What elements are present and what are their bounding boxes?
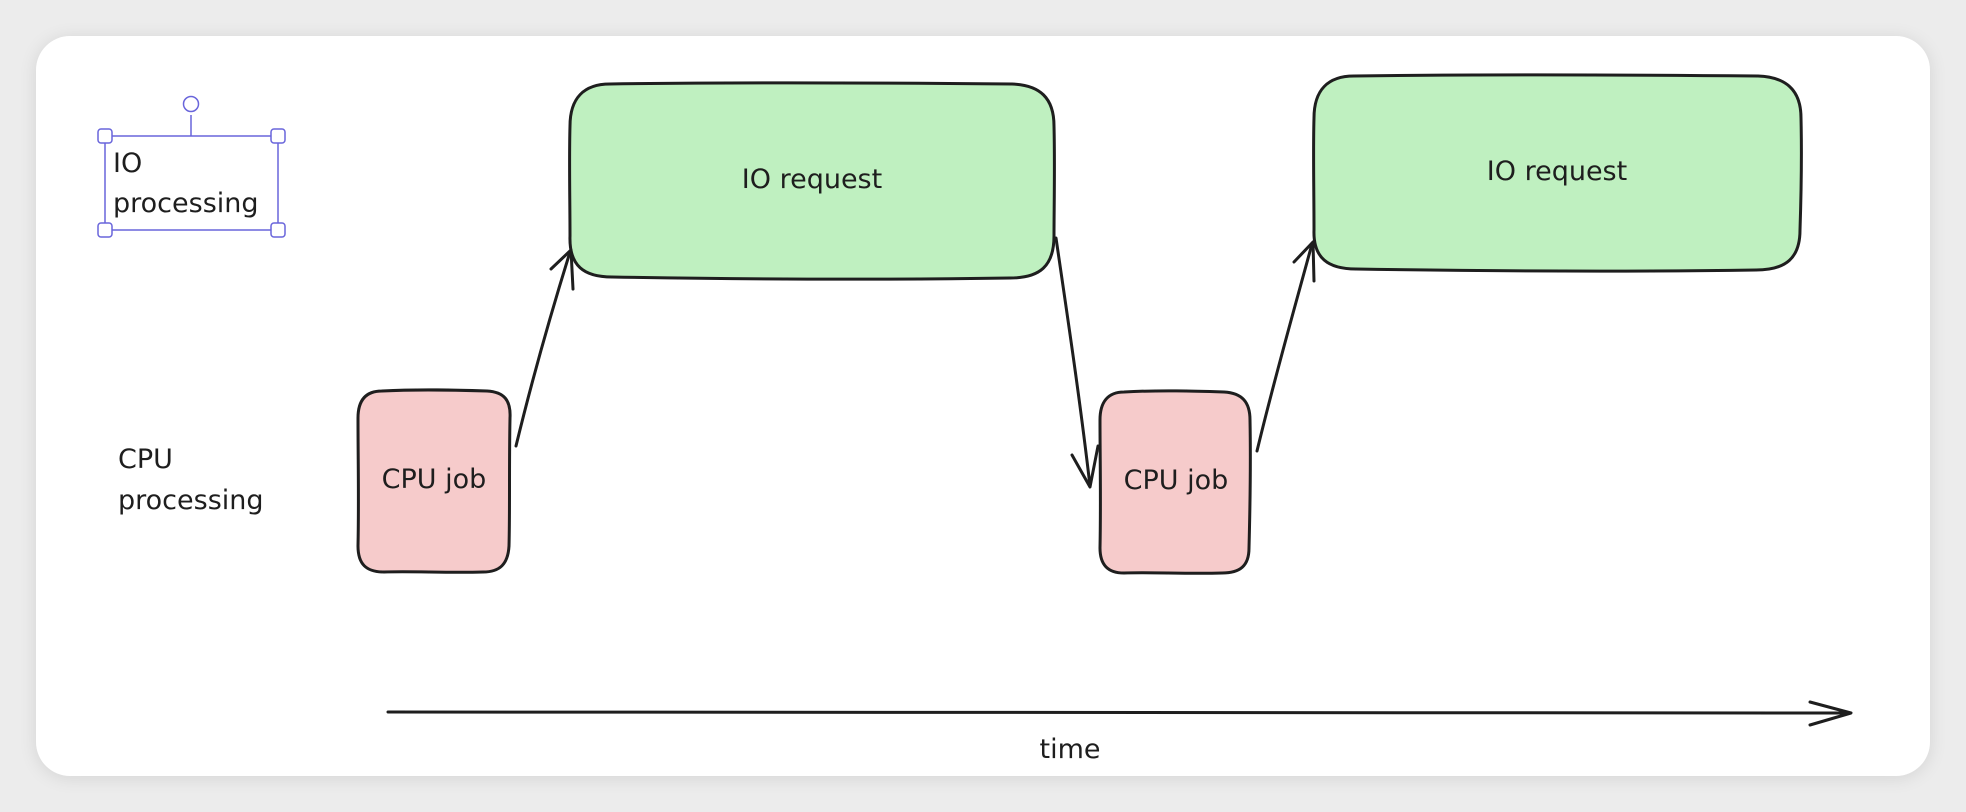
resize-handle-bottom-right[interactable]: [270, 222, 286, 238]
time-axis[interactable]: time: [386, 700, 1853, 765]
cpu-job-block-1[interactable]: CPU job: [356, 388, 512, 574]
cpu-job-label-2: CPU job: [1124, 465, 1229, 496]
rotation-handle[interactable]: [182, 95, 200, 113]
cpu-job-block-2[interactable]: CPU job: [1098, 389, 1252, 575]
selection-frame[interactable]: [97, 95, 286, 238]
io-processing-label[interactable]: IO processing: [113, 148, 259, 219]
cpu-job-box-1: [356, 388, 512, 574]
arrow-cpu2-to-io2[interactable]: [1255, 240, 1316, 453]
arrow-head: [1292, 240, 1316, 283]
resize-handle-top-right[interactable]: [270, 128, 286, 144]
cpu-label-line2: processing: [118, 485, 264, 516]
time-axis-label: time: [1039, 734, 1100, 765]
arrow-io1-to-cpu2[interactable]: [1054, 236, 1100, 489]
arrow-shaft: [1054, 236, 1092, 488]
time-axis-arrowhead: [1808, 700, 1853, 727]
arrow-cpu1-to-io1[interactable]: [514, 248, 575, 448]
io-request-box-1: [568, 81, 1056, 281]
cpu-label-line1: CPU: [118, 444, 173, 475]
io-request-label-2: IO request: [1487, 156, 1627, 187]
resize-handle-bottom-left[interactable]: [97, 222, 113, 238]
arrow-head: [549, 248, 575, 291]
time-axis-line: [386, 710, 1852, 715]
arrow-head: [1070, 444, 1100, 489]
io-request-block-2[interactable]: IO request: [1312, 73, 1803, 273]
arrow-shaft: [514, 250, 572, 448]
io-request-label-1: IO request: [742, 164, 882, 195]
io-label-line1: IO: [113, 148, 142, 179]
io-request-block-1[interactable]: IO request: [568, 81, 1056, 281]
resize-handle-top-left[interactable]: [97, 128, 113, 144]
arrow-shaft: [1255, 242, 1314, 453]
cpu-job-label-1: CPU job: [382, 464, 487, 495]
cpu-job-box-2: [1098, 389, 1252, 575]
io-request-box-2: [1312, 73, 1803, 273]
cpu-processing-label[interactable]: CPU processing: [118, 444, 264, 516]
io-label-line2: processing: [113, 188, 259, 219]
